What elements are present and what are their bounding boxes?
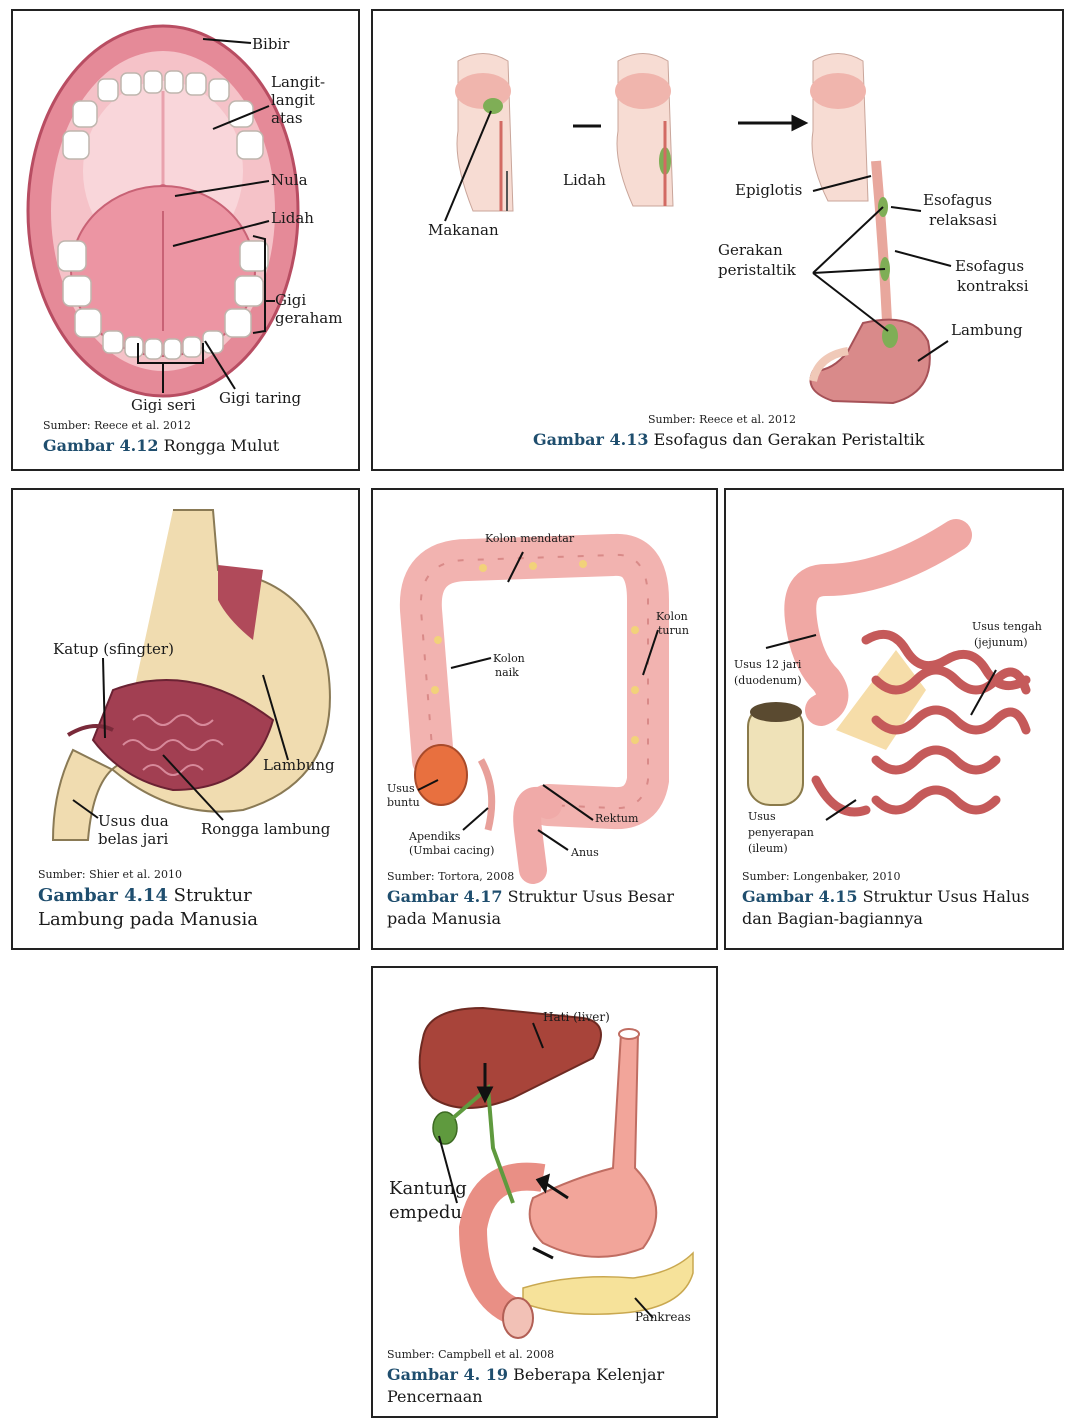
label-usus-buntu-1: Usus [387, 782, 415, 795]
figure-4-14-panel: Katup (sfingter) Lambung Usus dua belas … [11, 488, 360, 950]
figure-4-15-panel: Usus tengah (jejunum) Usus 12 jari (duod… [724, 488, 1064, 950]
source-text: Sumber: Reece et al. 2012 [648, 413, 796, 426]
caption-number: Gambar 4. 19 [387, 1365, 508, 1384]
label-gerakan-2: peristaltik [718, 261, 796, 279]
source-text: Sumber: Reece et al. 2012 [43, 419, 191, 432]
figure-4-19-panel: Hati (liver) Kantung empedu Pankreas Sum… [371, 966, 718, 1418]
figure-caption: Gambar 4.17 Struktur Usus Besar pada Man… [387, 886, 697, 930]
label-epiglotis: Epiglotis [735, 181, 802, 199]
source-text: Sumber: Tortora, 2008 [387, 870, 514, 883]
esophagus-illustration [373, 11, 1062, 469]
label-lambung: Lambung [263, 756, 335, 774]
label-ileum-3: (ileum) [748, 842, 788, 855]
label-esofagus-relaksasi-2: relaksasi [929, 211, 997, 229]
label-esofagus-kontraksi-2: kontraksi [957, 277, 1029, 295]
label-ileum-1: Usus [748, 810, 776, 823]
label-bibir: Bibir [252, 35, 289, 53]
label-kolon-turun-1: Kolon [656, 610, 688, 623]
figure-4-12-panel: Bibir Langit- langit atas Nula Lidah Gig… [11, 9, 360, 471]
caption-number: Gambar 4.17 [387, 887, 502, 906]
label-gigi-geraham-1: Gigi [275, 291, 306, 309]
label-gigi-taring: Gigi taring [219, 389, 301, 407]
label-rongga: Rongga lambung [201, 820, 330, 838]
label-apendiks-1: Apendiks [409, 830, 460, 843]
label-langit-2: langit [271, 91, 315, 109]
label-katup: Katup (sfingter) [53, 640, 174, 658]
label-lidah: Lidah [271, 209, 314, 227]
source-text: Sumber: Shier et al. 2010 [38, 868, 182, 881]
figure-4-13-panel: Makanan Lidah Epiglotis Esofagus relaksa… [371, 9, 1064, 471]
source-text: Sumber: Longenbaker, 2010 [742, 870, 901, 883]
figure-caption: Gambar 4.13 Esofagus dan Gerakan Perista… [533, 429, 924, 451]
caption-number: Gambar 4.12 [43, 436, 158, 455]
caption-title: Esofagus dan Gerakan Peristaltik [648, 430, 924, 449]
source-text: Sumber: Campbell et al. 2008 [387, 1348, 554, 1361]
label-nula: Nula [271, 171, 308, 189]
figure-caption: Gambar 4.15 Struktur Usus Halus dan Bagi… [742, 886, 1047, 930]
label-makanan: Makanan [428, 221, 499, 239]
figure-caption: Gambar 4. 19 Beberapa Kelenjar Pencernaa… [387, 1364, 687, 1408]
figure-4-17-panel: Kolon mendatar Kolon turun Kolon naik Us… [371, 488, 718, 950]
label-gigi-geraham-2: geraham [275, 309, 342, 327]
label-kolon-naik-2: naik [495, 666, 519, 679]
label-langit-3: atas [271, 109, 303, 127]
label-usus-tengah-2: (jejunum) [974, 636, 1028, 649]
label-hati: Hati (liver) [543, 1010, 610, 1024]
label-apendiks-2: (Umbai cacing) [409, 844, 494, 857]
label-lidah: Lidah [563, 171, 606, 189]
label-anus: Anus [571, 846, 599, 859]
label-usus-12-1: Usus 12 jari [734, 658, 801, 671]
label-kantung-2: empedu [389, 1204, 462, 1222]
figure-caption: Gambar 4.14 Struktur Lambung pada Manusi… [38, 884, 338, 932]
label-usus-2: belas jari [98, 830, 168, 848]
label-pankreas: Pankreas [635, 1310, 691, 1324]
label-ileum-2: penyerapan [748, 826, 814, 839]
label-gigi-seri: Gigi seri [131, 396, 196, 414]
label-esofagus-relaksasi-1: Esofagus [923, 191, 992, 209]
caption-title: Rongga Mulut [158, 436, 279, 455]
figure-caption: Gambar 4.12 Rongga Mulut [43, 435, 279, 457]
label-gerakan-1: Gerakan [718, 241, 783, 259]
caption-number: Gambar 4.13 [533, 430, 648, 449]
caption-number: Gambar 4.14 [38, 885, 168, 906]
label-usus-buntu-2: buntu [387, 796, 420, 809]
label-esofagus-kontraksi-1: Esofagus [955, 257, 1024, 275]
label-usus-1: Usus dua [98, 812, 169, 830]
label-lambung: Lambung [951, 321, 1023, 339]
label-langit-1: Langit- [271, 73, 325, 91]
label-kolon-turun-2: turun [658, 624, 689, 637]
caption-number: Gambar 4.15 [742, 887, 857, 906]
label-kolon-naik-1: Kolon [493, 652, 525, 665]
label-rektum: Rektum [595, 812, 638, 825]
label-usus-tengah-1: Usus tengah [972, 620, 1042, 633]
label-usus-12-2: (duodenum) [734, 674, 801, 687]
label-kantung-1: Kantung [389, 1180, 467, 1198]
label-kolon-mendatar: Kolon mendatar [485, 532, 574, 545]
